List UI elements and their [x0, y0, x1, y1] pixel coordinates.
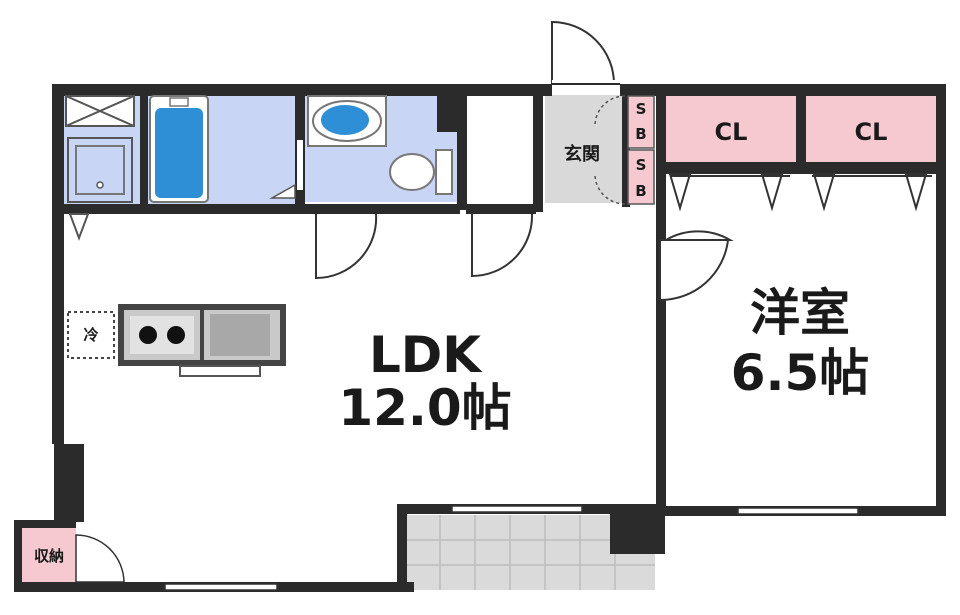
door-swing-icon: [315, 213, 734, 280]
fridge-space: [67, 311, 115, 359]
svg-text:B: B: [635, 182, 646, 200]
ldk-name-label: LDK: [369, 326, 483, 384]
western-room-name-label: 洋室: [750, 284, 850, 342]
svg-text:S: S: [636, 156, 647, 174]
western-room-size-label: 6.5帖: [731, 344, 870, 402]
ventilation-box: [65, 95, 135, 127]
shoe-box-2-label: S B: [635, 156, 646, 200]
windows: [164, 505, 859, 591]
storage: [22, 528, 76, 582]
stove-icon: [130, 316, 194, 354]
entrance-label: 玄関: [564, 143, 600, 165]
door-swing-icon: [659, 239, 730, 302]
closet-2: [806, 96, 936, 162]
door-swing-icon: [551, 20, 615, 85]
entrance-door-swings: [594, 95, 626, 205]
closet-1: [666, 96, 796, 162]
svg-text:S: S: [636, 100, 647, 118]
closet-2-label: CL: [855, 118, 888, 146]
ldk-size-label: 12.0帖: [338, 379, 511, 437]
shoe-box-1: [627, 95, 655, 149]
bathtub-icon: [149, 95, 209, 203]
corridor: [467, 96, 533, 204]
shoe-box-2: [627, 149, 655, 205]
sink-icon: [307, 95, 387, 147]
storage-label: 収納: [34, 547, 64, 565]
washer-icon: [67, 137, 133, 203]
closet-1-label: CL: [715, 118, 748, 146]
shoe-box-1-label: S B: [635, 100, 646, 143]
door-swing-icon: [269, 183, 296, 199]
closet-doors: [668, 173, 928, 212]
door-swing-icon: [75, 534, 125, 583]
entrance-floor: [545, 95, 627, 203]
svg-text:B: B: [635, 125, 646, 143]
door-swing-icon: [68, 213, 90, 241]
toilet-icon: [389, 149, 453, 195]
fridge-label: 冷: [83, 326, 98, 344]
